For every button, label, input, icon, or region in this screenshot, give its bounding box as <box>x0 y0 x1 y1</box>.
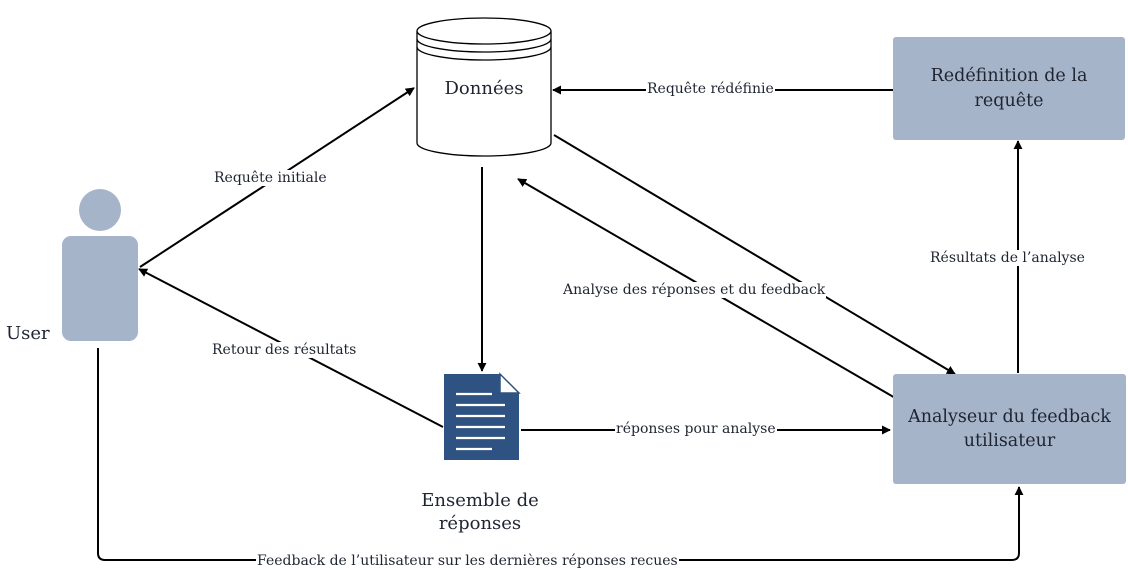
label-resultats-analyse: Résultats de l’analyse <box>929 250 1086 266</box>
analyseur-label-line2: utilisateur <box>963 431 1056 451</box>
analyseur-box: Analyseur du feedback utilisateur <box>893 374 1126 484</box>
label-retour-resultats: Retour des résultats <box>211 342 358 358</box>
edge-donnees-to-analyseur <box>553 134 956 375</box>
user-label: User <box>6 323 50 344</box>
donnees-label: Données <box>444 78 524 99</box>
label-requete-redefinie: Requête rédéfinie <box>646 81 775 97</box>
document-icon <box>444 372 521 460</box>
redefinition-label-line2: requête <box>974 90 1044 111</box>
ensemble-label-line1: Ensemble de <box>421 490 539 511</box>
redefinition-box: Redéfinition de la requête <box>893 37 1125 140</box>
user-icon <box>62 189 138 341</box>
label-requete-initiale: Requête initiale <box>213 170 328 186</box>
ensemble-label-line2: réponses <box>438 513 522 535</box>
analyseur-label-line1: Analyseur du feedback <box>908 406 1111 427</box>
ensemble-label: Ensemble de réponses <box>395 489 565 536</box>
label-analyse-reponses: Analyse des réponses et du feedback <box>562 282 827 298</box>
redefinition-label-line1: Redéfinition de la <box>930 66 1088 87</box>
label-reponses-analyse: réponses pour analyse <box>615 421 777 437</box>
label-feedback-utilisateur: Feedback de l’utilisateur sur les derniè… <box>256 553 679 569</box>
database-icon <box>416 17 552 157</box>
